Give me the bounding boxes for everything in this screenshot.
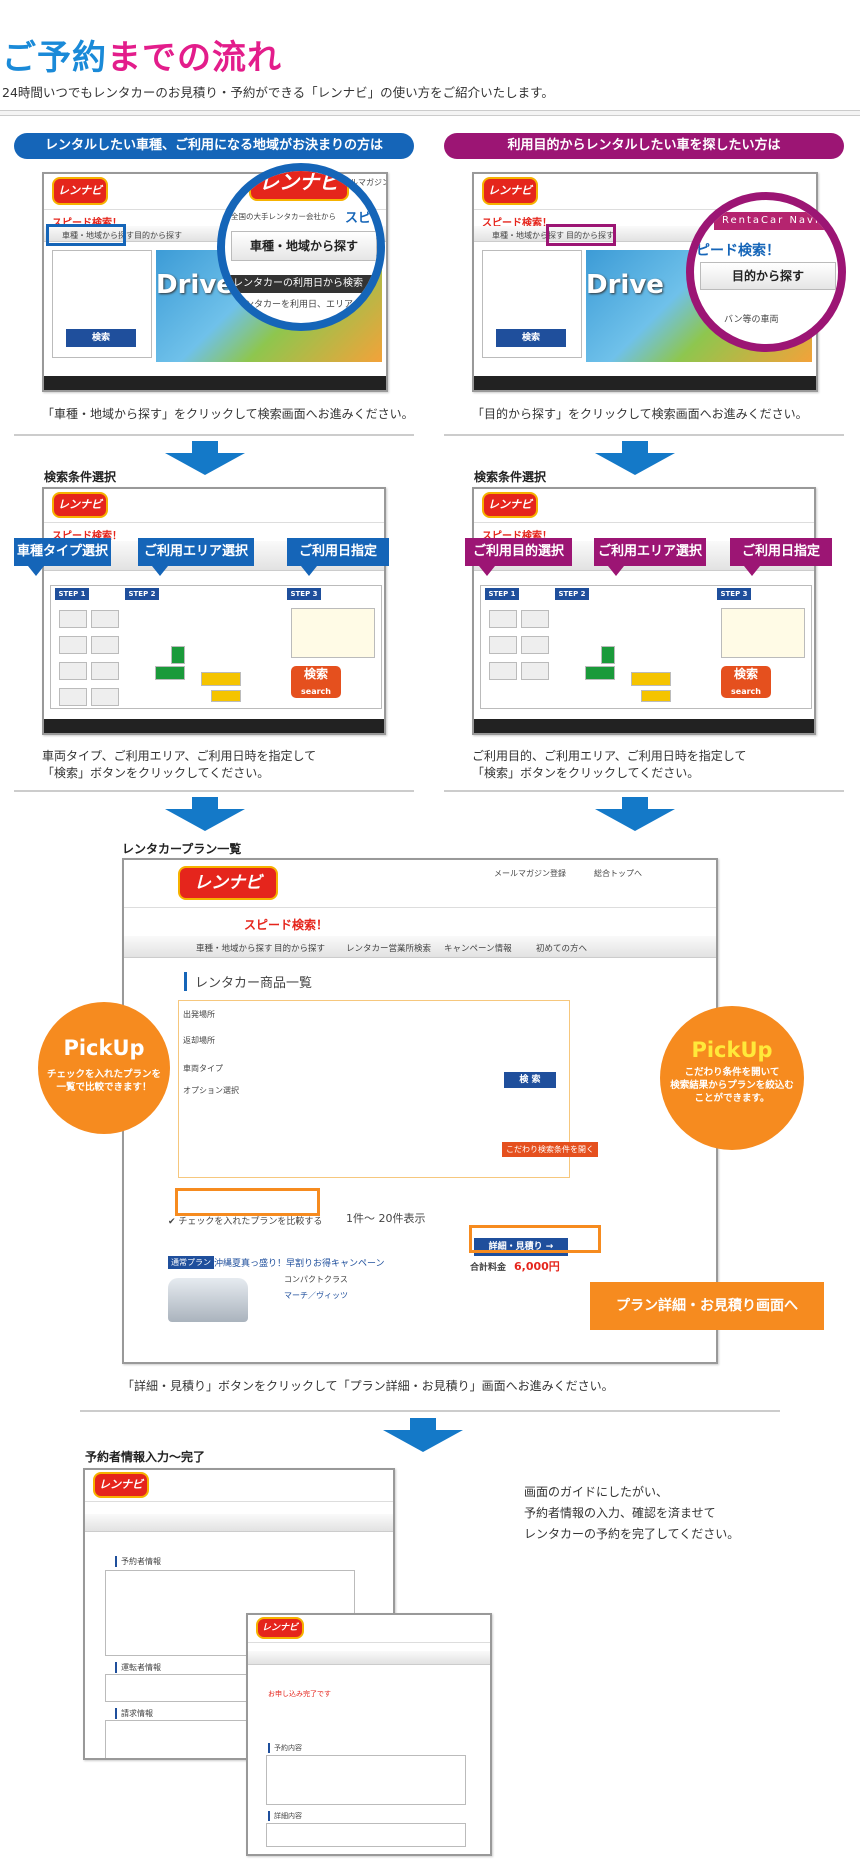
divider — [0, 110, 860, 116]
detail-condition-button[interactable]: こだわり検索条件を開く — [502, 1142, 598, 1157]
tag-area: ご利用エリア選択 — [138, 538, 254, 576]
arrow-down — [595, 453, 675, 475]
right-section2-label: 検索条件選択 — [474, 470, 547, 484]
form-screenshot-2: レンナビ お申し込み完了です 予約内容 詳細内容 — [246, 1613, 492, 1856]
plan-title: 沖縄夏真っ盛り！早割りお得キャンペーン — [214, 1259, 385, 1269]
pickup-bubble-left: PickUp チェックを入れたプランを 一覧で比較できます！ — [38, 1002, 170, 1134]
final-text-2: 予約者情報の入力、確認を済ませて — [524, 1506, 716, 1520]
tag-date: ご利用日指定 — [730, 538, 832, 576]
area-search-button: 車種・地域から探す — [231, 231, 377, 261]
arrow-down — [165, 809, 245, 831]
tag-purpose: ご利用目的選択 — [465, 538, 572, 576]
arrow-down — [165, 453, 245, 475]
highlight-box — [546, 224, 616, 246]
purpose-search-button: 目的から探す — [700, 262, 836, 290]
left-flow-header: レンタルしたい車種、ご利用になる地域がお決まりの方は — [14, 133, 414, 159]
compare-button[interactable]: ✔ チェックを入れたプランを比較する — [168, 1217, 323, 1227]
left-magnifier: レンナビ 全国の大手レンタカー会社から スピー 車種・地域から探す レンタカーの… — [217, 163, 385, 331]
plan-search-button[interactable]: 検 索 — [504, 1072, 556, 1088]
plan-section-label: レンタカープラン一覧 — [122, 842, 242, 856]
tag-date: ご利用日指定 — [287, 538, 389, 576]
right-caption-2a: ご利用目的、ご利用エリア、ご利用日時を指定して — [472, 749, 747, 763]
final-text-1: 画面のガイドにしたがい、 — [524, 1485, 669, 1499]
result-count: 1件～ 20件表示 — [346, 1212, 426, 1225]
arrow-down — [595, 809, 675, 831]
page-subtitle: 24時間いつでもレンタカーのお見積り・予約ができる「レンナビ」の使い方をご紹介い… — [2, 85, 554, 100]
left-caption-2b: 「検索」ボタンをクリックしてください。 — [42, 766, 270, 780]
left-section2-label: 検索条件選択 — [44, 470, 117, 484]
detail-highlight — [469, 1225, 601, 1253]
plan-price: 6,000円 — [514, 1260, 560, 1273]
right-flow-header: 利用目的からレンタルしたい車を探したい方は — [444, 133, 844, 159]
tag-area: ご利用エリア選択 — [594, 538, 706, 576]
right-magnifier: RentaCar Navi ピード検索！ 目的から探す バン等の車両 — [686, 192, 846, 352]
left-caption-1: 「車種・地域から探す」をクリックして検索画面へお進みください。 — [42, 407, 414, 421]
tag-car-type: 車種タイプ選択 — [14, 538, 111, 576]
compare-highlight — [175, 1188, 320, 1216]
highlight-box — [46, 224, 126, 246]
final-text-3: レンタカーの予約を完了してください。 — [524, 1527, 740, 1541]
plan-caption: 「詳細・見積り」ボタンをクリックして「プラン詳細・お見積り」画面へお進みください… — [122, 1379, 614, 1393]
right-caption-2b: 「検索」ボタンをクリックしてください。 — [472, 766, 700, 780]
pickup-bubble-right: PickUp こだわり条件を開いて 検索結果からプランを絞込む ことができます。 — [660, 1006, 804, 1150]
car-image — [168, 1278, 248, 1322]
final-section-label: 予約者情報入力～完了 — [85, 1450, 206, 1464]
logo: レンナビ — [52, 177, 108, 205]
arrow-down — [383, 1430, 463, 1452]
right-caption-1: 「目的から探す」をクリックして検索画面へお進みください。 — [472, 407, 808, 421]
detail-callout: プラン詳細・お見積り画面へ — [590, 1282, 824, 1330]
plan-page-heading: レンタカー商品一覧 — [184, 972, 312, 991]
plan-screenshot: レンナビ メールマガジン登録 総合トップへ スピード検索！ 車種・地域から探す … — [122, 858, 718, 1364]
left-caption-2a: 車両タイプ、ご利用エリア、ご利用日時を指定して — [42, 749, 317, 763]
page-title: ご予約までの流れ — [2, 38, 282, 78]
